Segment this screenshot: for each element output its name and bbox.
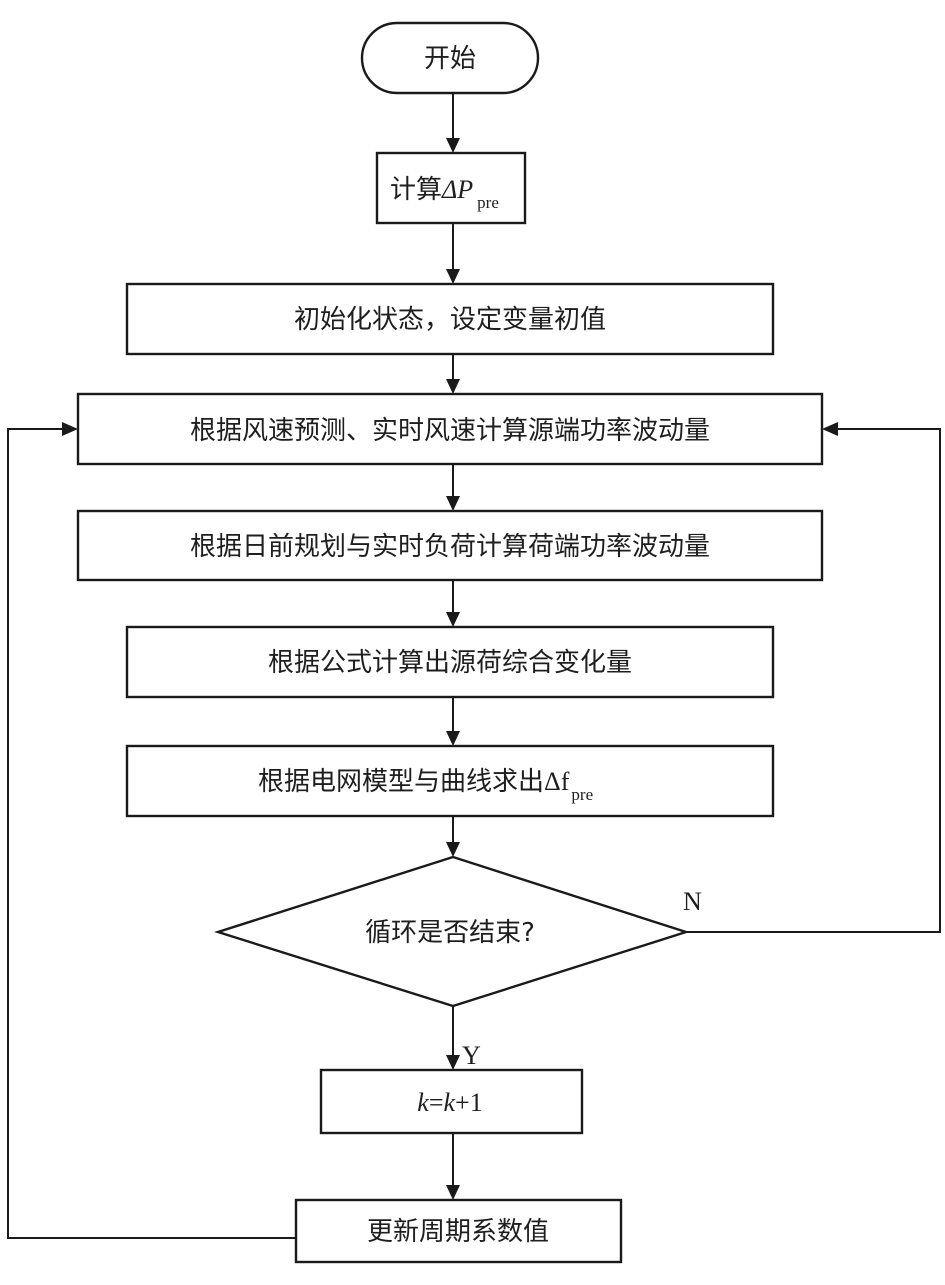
- step-calc-delta-p-box: [375, 151, 527, 225]
- start-node: 开始: [360, 21, 540, 95]
- step-combined-change: 根据公式计算出源荷综合变化量: [125, 625, 775, 699]
- decision-label: 循环是否结束?: [365, 918, 535, 948]
- no-branch-label: N: [683, 887, 702, 916]
- start-label: 开始: [424, 44, 476, 74]
- arrowhead-left-icon: [822, 422, 838, 436]
- delta-f-subscript: pre: [571, 785, 593, 804]
- step-calc-delta-f-box: [125, 744, 775, 818]
- arrowhead-right-icon: [62, 422, 78, 436]
- step-load-fluctuation-box: [76, 509, 824, 582]
- step-load-fluctuation: 根据日前规划与实时负荷计算荷端功率波动量: [76, 509, 824, 582]
- step-update-coefficients: 更新周期系数值: [294, 1198, 623, 1264]
- step-source-fluctuation-label: 根据风速预测、实时风速计算源端功率波动量: [190, 416, 710, 446]
- yes-branch-label: Y: [462, 1041, 481, 1070]
- step-init: 初始化状态，设定变量初值: [125, 282, 775, 356]
- step-increment-k: k=k+1: [319, 1068, 584, 1135]
- step-load-fluctuation-label: 根据日前规划与实时负荷计算荷端功率波动量: [190, 532, 710, 562]
- connector-no-loop: [686, 428, 941, 933]
- delta-f-symbol: Δf: [544, 767, 570, 796]
- arrowhead-down-icon: [446, 138, 460, 153]
- arrowhead-down-icon: [446, 379, 460, 394]
- arrowhead-down-icon: [446, 1055, 460, 1070]
- step-increment-k-box: [319, 1068, 584, 1135]
- arrowhead-down-icon: [446, 731, 460, 746]
- arrowhead-down-icon: [446, 496, 460, 511]
- arrowhead-down-icon: [446, 269, 460, 284]
- arrowhead-down-icon: [446, 1185, 460, 1200]
- arrowhead-down-icon: [446, 612, 460, 627]
- step-init-label: 初始化状态，设定变量初值: [294, 305, 606, 335]
- step-combined-change-label: 根据公式计算出源荷综合变化量: [268, 648, 632, 678]
- step-increment-k-label: k=k+1: [417, 1088, 482, 1117]
- step-update-coefficients-label: 更新周期系数值: [367, 1217, 549, 1247]
- connector-update-loop: [7, 428, 296, 1239]
- delta-p-subscript: pre: [477, 193, 499, 212]
- step-combined-change-box: [125, 625, 775, 699]
- step-source-fluctuation: 根据风速预测、实时风速计算源端功率波动量: [76, 392, 824, 466]
- step-update-coefficients-box: [294, 1198, 623, 1264]
- delta-p-symbol: ΔP: [441, 175, 473, 204]
- arrowhead-down-icon: [446, 842, 460, 857]
- start-shape: [360, 21, 540, 95]
- step-source-fluctuation-box: [76, 392, 824, 466]
- decision-loop-end: 循环是否结束?: [214, 855, 690, 1008]
- step-init-box: [125, 282, 775, 356]
